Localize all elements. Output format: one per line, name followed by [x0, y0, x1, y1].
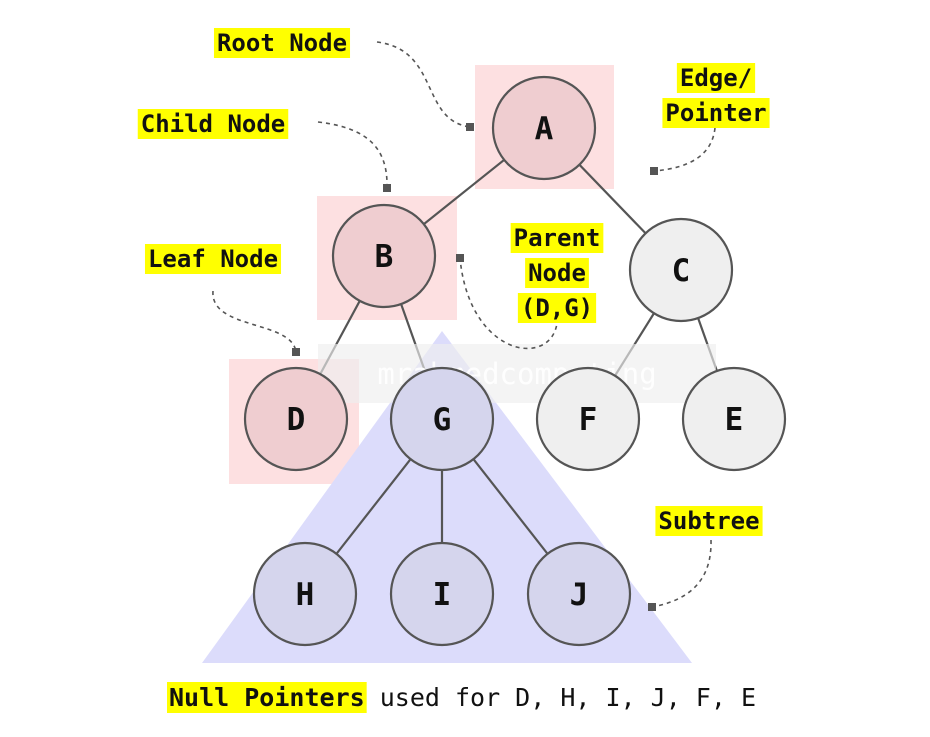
node-circle — [681, 366, 787, 472]
tree-node-b: B — [331, 203, 437, 309]
edge-callout-arrow — [650, 127, 716, 175]
node-label: E — [725, 402, 744, 438]
callout-text: Child Node — [141, 110, 286, 138]
callout-highlight — [676, 63, 756, 93]
footer-rest-text: used for D, H, I, J, F, E — [365, 683, 756, 712]
watermark: mrahmedcomputing — [318, 344, 716, 403]
tree-node-g: G — [389, 366, 495, 472]
parent-callout-arrow — [456, 254, 559, 350]
node-label: D — [287, 402, 306, 438]
edge-callout: Edge/Pointer — [662, 63, 770, 128]
tree-nodes: A B C D G F E H I J — [243, 75, 787, 647]
root-callout-arrow — [376, 41, 474, 131]
callout-text: Subtree — [658, 507, 759, 535]
node-label: G — [433, 402, 452, 438]
subtree-callout-arrow — [648, 539, 712, 611]
callout-highlight — [655, 506, 763, 536]
child-callout-arrow — [317, 121, 391, 192]
tree-node-d: D — [243, 366, 349, 472]
node-circle — [243, 366, 349, 472]
callout-text: Pointer — [665, 99, 766, 127]
callout-highlight — [144, 244, 282, 274]
callout-text: Node — [528, 259, 586, 287]
node-circle — [491, 75, 597, 181]
callout-highlight — [213, 28, 351, 58]
footer-highlight — [167, 682, 367, 713]
tree-node-i: I — [389, 541, 495, 647]
node-circle — [389, 541, 495, 647]
node-circle — [389, 366, 495, 472]
node-circle — [535, 366, 641, 472]
callout-highlight — [517, 293, 597, 323]
callout-highlight — [525, 258, 589, 288]
leaf-callout-arrow — [212, 290, 300, 356]
footer-bold-text: Null Pointers — [169, 683, 365, 712]
tree-node-a: A — [491, 75, 597, 181]
callout-text: Parent — [514, 224, 601, 252]
callout-highlight — [137, 109, 289, 139]
tree-node-c: C — [628, 217, 734, 323]
callout-highlight — [510, 223, 604, 253]
leaf-callout: Leaf Node — [144, 244, 282, 274]
node-label: B — [375, 239, 394, 275]
node-circle — [526, 541, 632, 647]
footer-caption: Null Pointers used for D, H, I, J, F, E — [167, 682, 756, 713]
node-label: C — [672, 253, 691, 289]
callout-text: (D,G) — [521, 294, 593, 322]
callout-highlight — [662, 98, 770, 128]
node-label: H — [296, 577, 315, 613]
footer-text: Null Pointers used for D, H, I, J, F, E — [169, 683, 756, 712]
child-callout: Child Node — [137, 109, 289, 139]
callout-text: Leaf Node — [148, 245, 278, 273]
root-callout: Root Node — [213, 28, 351, 58]
watermark-band — [318, 344, 716, 403]
tree-node-f: F — [535, 366, 641, 472]
node-label: J — [570, 577, 589, 613]
node-label: A — [535, 111, 554, 147]
callout-text: Root Node — [217, 29, 347, 57]
node-label: F — [579, 402, 598, 438]
node-label: I — [433, 577, 452, 613]
node-circle — [252, 541, 358, 647]
tree-node-e: E — [681, 366, 787, 472]
callout-arrows — [212, 41, 716, 611]
node-circle — [331, 203, 437, 309]
node-circle — [628, 217, 734, 323]
subtree-callout: Subtree — [655, 506, 763, 536]
tree-node-j: J — [526, 541, 632, 647]
callout-text: Edge/ — [680, 64, 752, 92]
tree-node-h: H — [252, 541, 358, 647]
